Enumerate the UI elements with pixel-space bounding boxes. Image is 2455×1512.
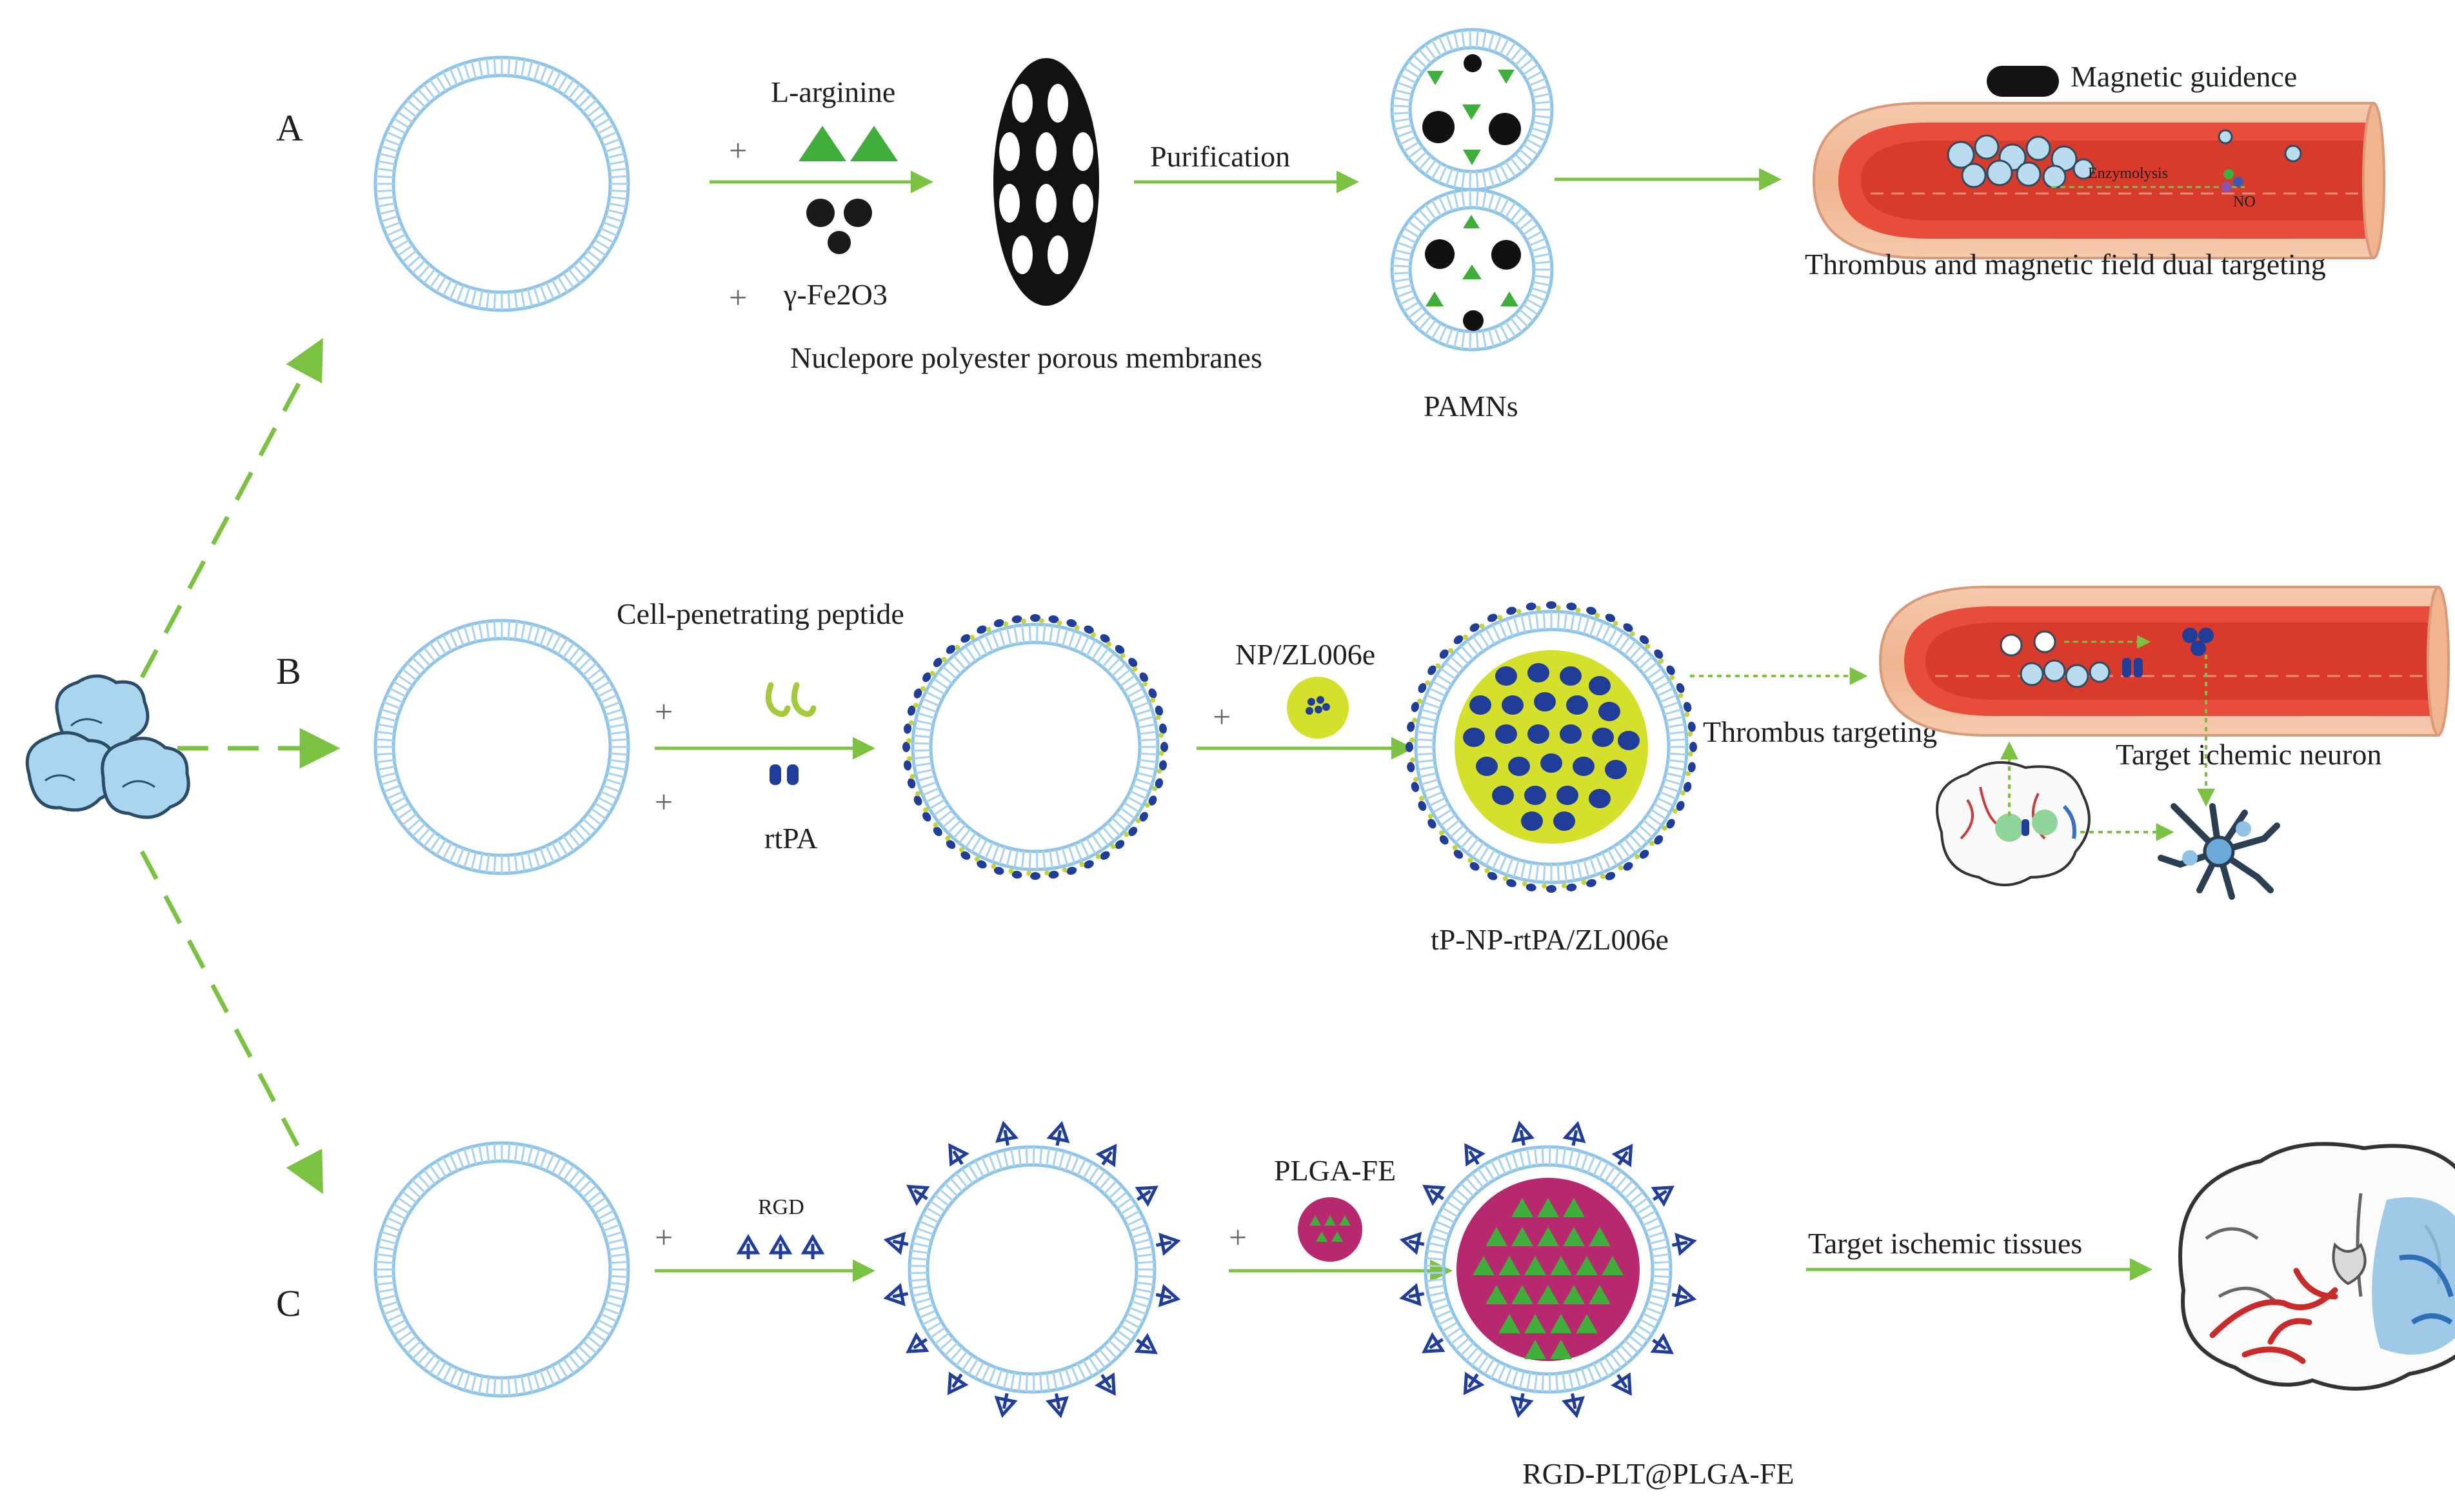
plus-sign: + — [655, 693, 673, 730]
brain-small-icon — [1936, 761, 2091, 886]
platelet-membrane-vesicle-b — [373, 619, 630, 875]
membrane-label: Nuclepore polyester porous membranes — [790, 341, 1262, 374]
np-zl006e-label: NP/ZL006e — [1235, 638, 1375, 671]
row-b-letter: B — [276, 650, 301, 692]
plga-fe-label: PLGA-FE — [1274, 1154, 1396, 1187]
platelet-membrane-vesicle-a — [373, 55, 630, 312]
rgd-ligand-icon — [736, 1234, 825, 1259]
fe2o3-particle-icon — [806, 199, 872, 254]
lime-nanoparticle-core — [1455, 650, 1648, 844]
plus-sign: + — [655, 1219, 673, 1255]
row-a-letter: A — [276, 107, 303, 149]
thrombus-targeting-label: Thrombus targeting — [1703, 715, 1937, 748]
plus-sign: + — [729, 279, 747, 315]
no-label: NO — [2233, 194, 2256, 210]
magenta-nanoparticle-core — [1456, 1178, 1640, 1361]
platelet-cluster-icon — [25, 674, 190, 819]
platelet-membrane-vesicle-c — [373, 1141, 630, 1398]
blood-vessel-b — [1878, 586, 2450, 737]
target-neuron-label: Target ichemic neuron — [2116, 738, 2381, 771]
plus-sign: + — [729, 132, 747, 168]
cell-penetrating-peptide-label: Cell-penetrating peptide — [617, 597, 904, 630]
peptide-coated-vesicle — [902, 614, 1168, 880]
neuron-icon — [2158, 803, 2280, 900]
plus-sign: + — [655, 784, 673, 820]
target-ischemic-tissues-label: Target ischemic tissues — [1808, 1227, 2082, 1260]
peptide-icon — [765, 682, 817, 717]
magnetic-guidance-label: Magnetic guidence — [2071, 60, 2297, 93]
tp-np-rtpa-vesicle — [1406, 601, 1697, 893]
no-molecule-icon — [2218, 129, 2302, 192]
plga-fe-icon — [1298, 1197, 1362, 1262]
branch-arrow-c — [139, 850, 323, 1195]
brain-large-icon — [2178, 1142, 2455, 1391]
dual-targeting-caption: Thrombus and magnetic field dual targeti… — [1805, 248, 2326, 281]
rgd-plt-plga-fe-label: RGD-PLT@PLGA-FE — [1522, 1457, 1794, 1490]
porous-membrane-icon — [993, 58, 1099, 306]
np-zl006e-icon — [1287, 677, 1349, 739]
pamn-cargo-bottom — [1425, 215, 1521, 331]
rgd-label: RGD — [758, 1195, 804, 1219]
purification-label: Purification — [1150, 140, 1290, 173]
rgd-plt-plga-fe-vesicle — [1399, 1120, 1697, 1418]
l-arginine-triangle-icon — [799, 126, 898, 161]
tp-np-rtpa-label: tP-NP-rtPA/ZL006e — [1431, 923, 1669, 956]
branch-arrow-a — [139, 337, 323, 679]
rtpa-label: rtPA — [764, 822, 818, 855]
pamns-label: PAMNs — [1424, 390, 1518, 423]
enzymolysis-label: Enzymolysis — [2088, 165, 2168, 182]
thrombus-clot-icon — [2000, 628, 2214, 688]
l-arginine-label: L-arginine — [771, 75, 895, 108]
rgd-coated-vesicle — [883, 1120, 1181, 1418]
pamn-vesicle-bottom — [1390, 188, 1554, 352]
pamn-cargo-top — [1422, 54, 1521, 165]
rtpa-icon — [770, 764, 799, 785]
plus-sign: + — [1229, 1219, 1247, 1255]
row-c-letter: C — [276, 1282, 301, 1324]
magnet-icon — [1987, 66, 2059, 97]
fe2o3-label: γ-Fe2O3 — [783, 278, 888, 311]
plus-sign: + — [1213, 699, 1231, 735]
